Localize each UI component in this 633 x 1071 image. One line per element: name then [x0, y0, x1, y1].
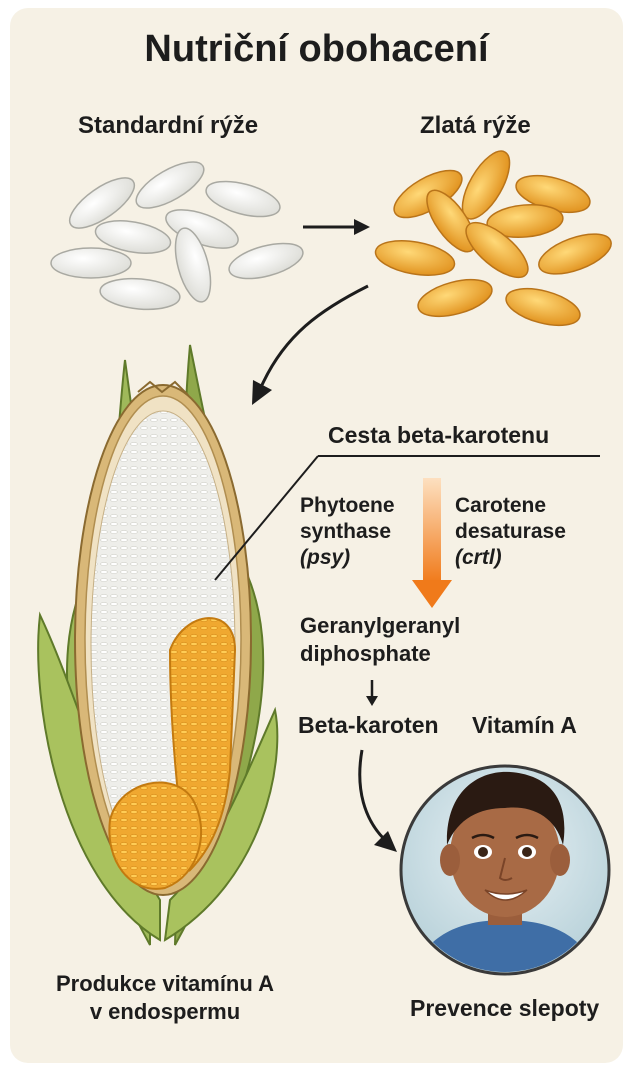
pathway-orange-arrow — [412, 478, 452, 608]
endosperm-caption: Produkce vitamínu A v endospermu — [30, 970, 300, 1026]
endosperm-caption-line1: Produkce vitamínu A — [56, 971, 274, 996]
enzyme-1-line2: synthase — [300, 520, 391, 543]
healthy-child-portrait — [401, 766, 609, 985]
page-title: Nutriční obohacení — [0, 28, 633, 71]
white-rice-grains — [51, 153, 307, 312]
endosperm-caption-line2: v endospermu — [90, 999, 240, 1024]
standard-rice-label: Standardní rýže — [78, 112, 258, 140]
golden-rice-grains — [373, 144, 616, 332]
enzyme-2-gene: (crtl) — [455, 545, 566, 571]
transformation-arrow — [303, 219, 370, 235]
curved-arrow-to-grain — [252, 286, 368, 405]
pathway-title: Cesta beta-karotenu — [328, 422, 549, 449]
enzyme-carotene-desaturase: Carotene desaturase (crtl) — [455, 493, 566, 571]
arrow-to-beta-carotene — [366, 680, 378, 706]
enzyme-2-line1: Carotene — [455, 494, 546, 517]
vitamin-a-label: Vitamín A — [472, 712, 577, 739]
enzyme-1-gene: (psy) — [300, 545, 395, 571]
arrow-to-outcome — [360, 750, 397, 852]
rice-grain-cross-section — [38, 345, 277, 945]
precursor-line1: Geranylgeranyl — [300, 613, 460, 638]
precursor-line2: diphosphate — [300, 641, 431, 666]
enzyme-2-line2: desaturase — [455, 520, 566, 543]
outcome-caption: Prevence slepoty — [410, 995, 599, 1022]
beta-carotene-label: Beta-karoten — [298, 712, 439, 739]
enzyme-1-line1: Phytoene — [300, 494, 395, 517]
enzyme-phytoene-synthase: Phytoene synthase (psy) — [300, 493, 395, 571]
golden-rice-label: Zlatá rýže — [420, 112, 531, 140]
precursor-label: Geranylgeranyl diphosphate — [300, 612, 500, 668]
